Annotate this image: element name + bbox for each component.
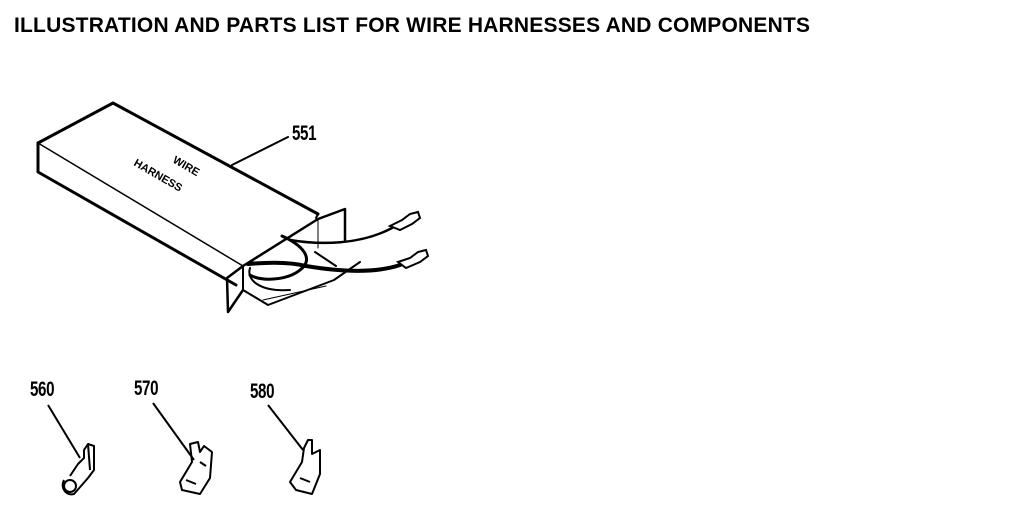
part-number-580: 580 bbox=[250, 380, 275, 403]
wire-harness-box bbox=[36, 101, 361, 314]
part-number-570: 570 bbox=[134, 377, 159, 400]
clip-terminal-icon bbox=[152, 402, 213, 495]
part-number-551: 551 bbox=[292, 122, 317, 145]
ring-terminal-icon bbox=[47, 404, 95, 496]
harness-wires-icon bbox=[246, 210, 430, 292]
spade-terminal-icon bbox=[267, 404, 321, 495]
box-text-wire: WIRE bbox=[171, 154, 202, 179]
part-number-560: 560 bbox=[30, 378, 55, 401]
box-label: WIRE HARNESS bbox=[132, 154, 202, 194]
page-title: ILLUSTRATION AND PARTS LIST FOR WIRE HAR… bbox=[14, 14, 811, 37]
